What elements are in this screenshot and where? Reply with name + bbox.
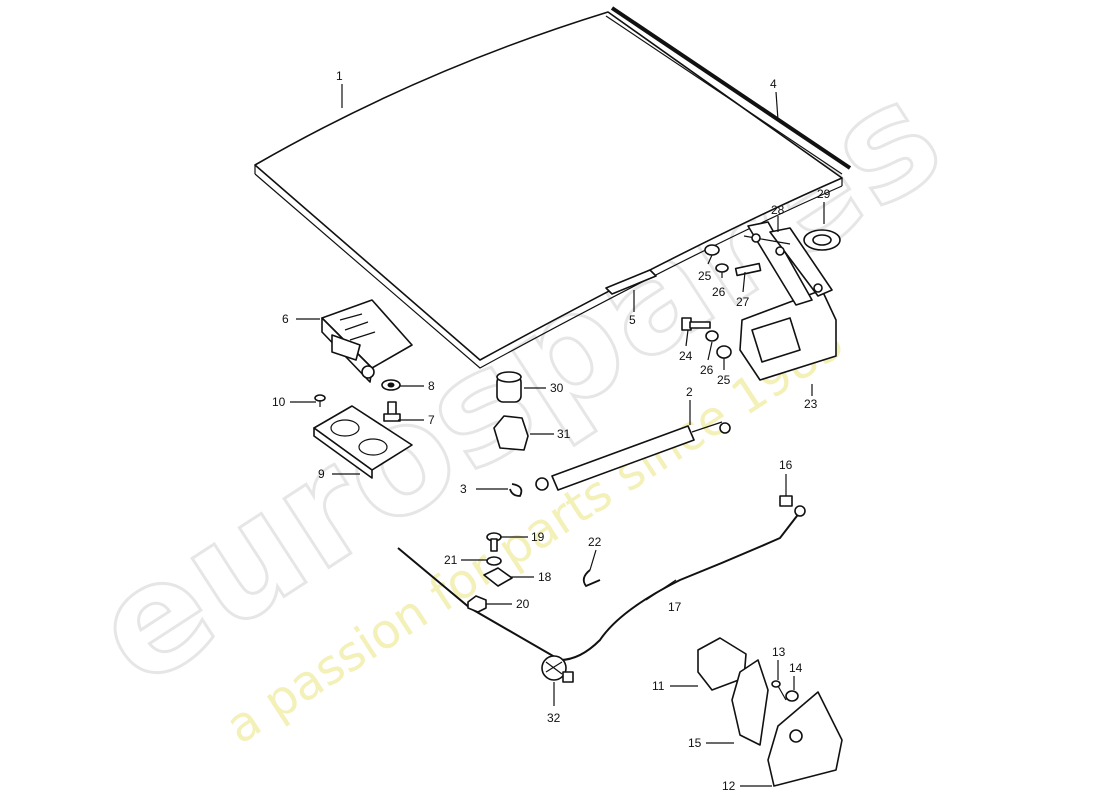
washer-8 bbox=[381, 379, 401, 391]
nut-20 bbox=[467, 595, 487, 613]
callout-29: 29 bbox=[817, 187, 831, 201]
washer-25a bbox=[704, 244, 720, 256]
callout-28: 28 bbox=[771, 203, 785, 217]
cap-30 bbox=[496, 371, 522, 403]
clip-3 bbox=[509, 483, 523, 497]
seal-strip bbox=[605, 6, 852, 175]
callout-19: 19 bbox=[531, 530, 545, 544]
callout-18: 18 bbox=[538, 570, 552, 584]
boot-31 bbox=[493, 415, 529, 451]
callout-2: 2 bbox=[686, 385, 693, 399]
hinge-assembly bbox=[739, 221, 837, 381]
washer-21 bbox=[486, 556, 502, 566]
callout-22: 22 bbox=[588, 535, 602, 549]
screw-10 bbox=[314, 394, 326, 407]
lever-15 bbox=[731, 659, 769, 746]
callout-labels: 1 2 3 4 5 6 7 8 9 10 11 12 13 14 15 16 1… bbox=[272, 69, 831, 793]
callout-3: 3 bbox=[460, 482, 467, 496]
washer-26a bbox=[715, 263, 729, 273]
callout-6: 6 bbox=[282, 312, 289, 326]
callout-26b: 26 bbox=[700, 363, 714, 377]
callout-7: 7 bbox=[428, 413, 435, 427]
bolt-27 bbox=[734, 262, 762, 277]
callout-27: 27 bbox=[736, 295, 750, 309]
callout-16: 16 bbox=[779, 458, 793, 472]
nut-14 bbox=[785, 690, 799, 702]
callout-12: 12 bbox=[722, 779, 736, 793]
callout-25b: 25 bbox=[717, 373, 731, 387]
release-cable bbox=[397, 505, 806, 662]
callout-25a: 25 bbox=[698, 269, 712, 283]
gas-strut bbox=[535, 421, 731, 491]
callout-5: 5 bbox=[629, 313, 636, 327]
callout-15: 15 bbox=[688, 736, 702, 750]
callout-26a: 26 bbox=[712, 285, 726, 299]
cover-12 bbox=[767, 691, 843, 787]
callout-10: 10 bbox=[272, 395, 286, 409]
hood-panel bbox=[254, 11, 843, 369]
callout-17: 17 bbox=[668, 600, 682, 614]
grommet-29 bbox=[803, 229, 841, 251]
callout-8: 8 bbox=[428, 379, 435, 393]
screw-13 bbox=[771, 680, 787, 701]
clip-22 bbox=[582, 569, 601, 588]
callout-14: 14 bbox=[789, 661, 803, 675]
bolt-24 bbox=[681, 317, 711, 331]
leader-lines bbox=[290, 84, 825, 787]
callout-11: 11 bbox=[652, 679, 665, 693]
callout-1: 1 bbox=[336, 69, 343, 83]
callout-24: 24 bbox=[679, 349, 693, 363]
bolt-7 bbox=[383, 401, 401, 422]
cable-end-16 bbox=[779, 495, 793, 507]
lock-base-plate bbox=[313, 405, 413, 479]
washer-25b bbox=[716, 345, 732, 359]
release-knob bbox=[541, 655, 574, 683]
washer-26b bbox=[705, 330, 719, 342]
callout-32: 32 bbox=[547, 711, 561, 725]
hood-lock bbox=[321, 299, 413, 383]
callout-21: 21 bbox=[444, 553, 458, 567]
callout-30: 30 bbox=[550, 381, 564, 395]
callout-13: 13 bbox=[772, 645, 786, 659]
badge-strip bbox=[605, 269, 657, 295]
clamp-18 bbox=[483, 567, 513, 587]
callout-31: 31 bbox=[557, 427, 571, 441]
callout-23: 23 bbox=[804, 397, 818, 411]
callout-20: 20 bbox=[516, 597, 530, 611]
callout-9: 9 bbox=[318, 467, 325, 481]
callout-4: 4 bbox=[770, 77, 777, 91]
